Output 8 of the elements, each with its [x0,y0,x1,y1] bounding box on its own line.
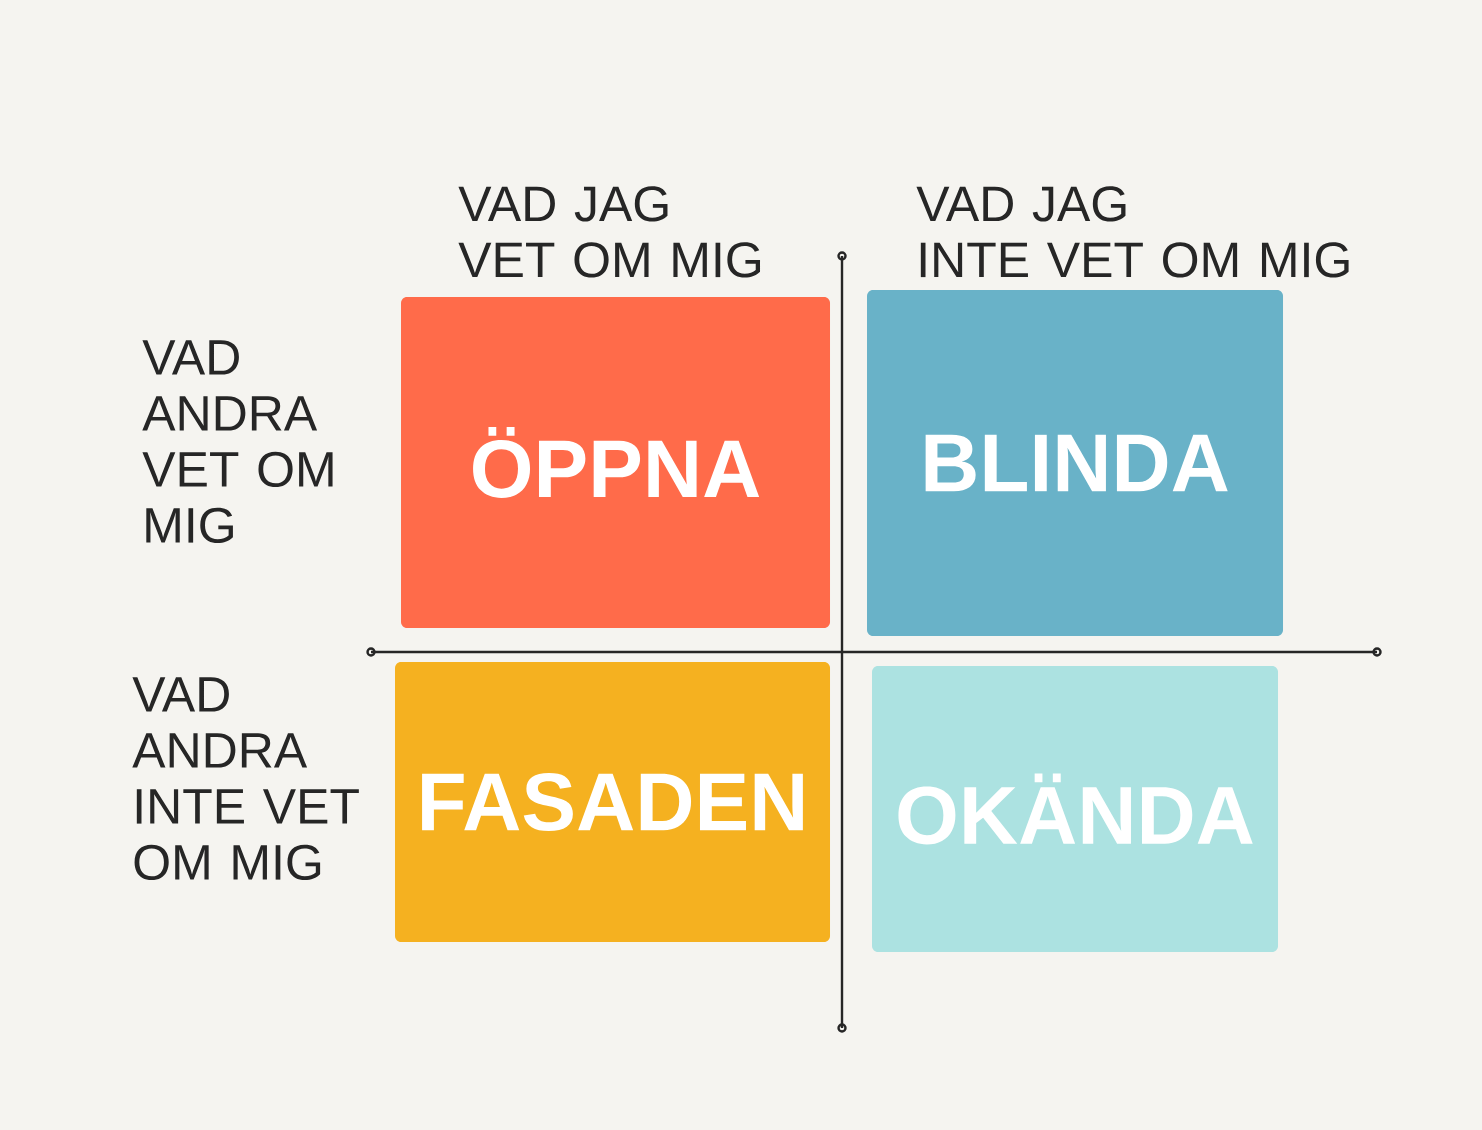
column-heading: VAD JAG INTE VET OM MIG [916,186,1349,278]
quadrant-box: OKÄNDA [872,666,1278,952]
column-heading: VAD JAG VET OM MIG [458,186,760,278]
quadrant-box: FASADEN [395,662,830,942]
quadrant-box: ÖPPNA [401,297,830,628]
quadrant-box: BLINDA [867,290,1283,636]
row-heading: VAD ANDRA INTE VET OM MIG [132,677,359,881]
row-heading: VAD ANDRA VET OM MIG [142,340,333,544]
